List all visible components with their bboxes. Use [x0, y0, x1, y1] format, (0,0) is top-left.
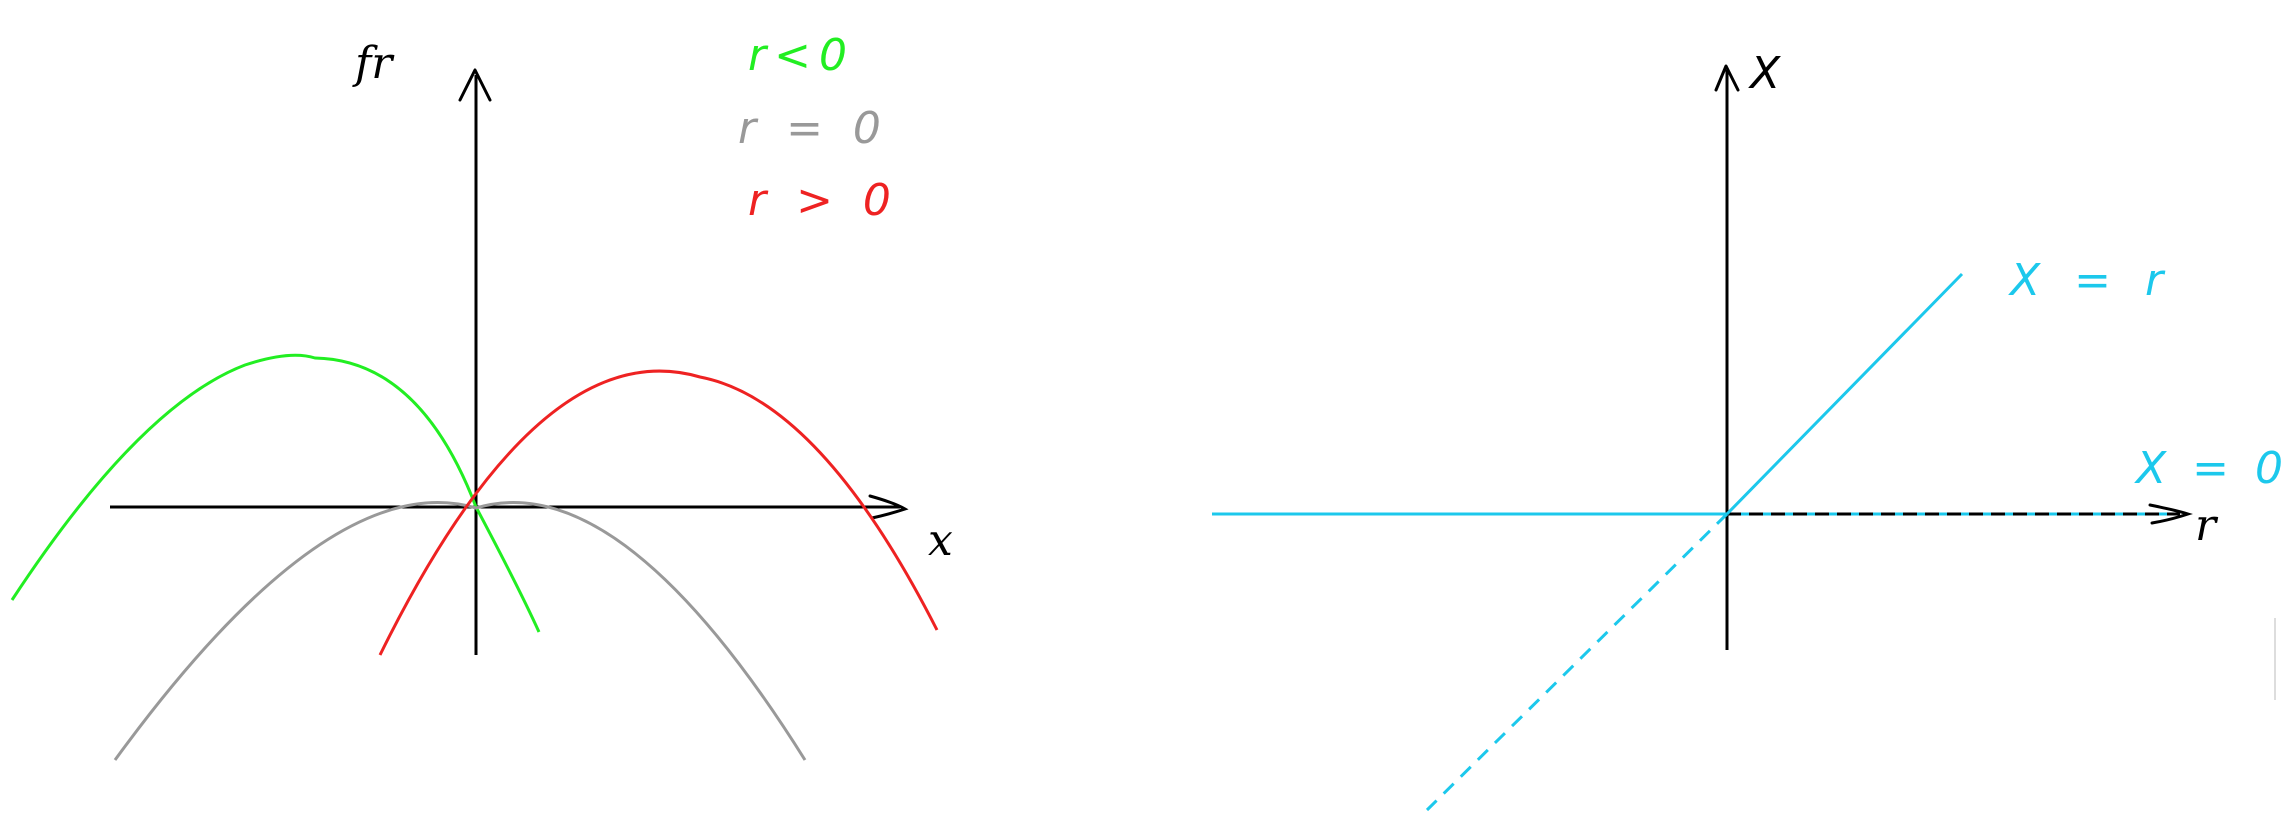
left-y-axis-label: fr	[352, 38, 395, 89]
branch-xr-stable	[1725, 272, 1964, 516]
curve-r-positive	[378, 369, 939, 656]
right-x-axis-label: r	[2195, 500, 2219, 551]
right-y-axis-arrowhead	[1714, 64, 1740, 92]
left-x-axis-label: x	[928, 515, 953, 566]
left-plot: fr x r<0 r = 0 r > 0	[10, 30, 953, 761]
curve-r-zero	[113, 501, 807, 761]
legend-r-negative: r<0	[748, 30, 855, 81]
branch-xr-unstable	[1425, 512, 1729, 812]
left-x-axis-arrowhead	[868, 494, 909, 520]
right-x-axis-arrowhead	[2148, 503, 2193, 525]
curve-r-negative	[10, 353, 541, 633]
label-x-equals-r: X = r	[2008, 255, 2173, 306]
legend-r-positive: r > 0	[748, 175, 899, 226]
right-y-axis-label: X	[1748, 48, 1781, 99]
label-x-equals-0: X = 0	[2134, 443, 2283, 494]
left-y-axis-arrowhead	[458, 68, 492, 102]
right-plot: X r X = r X = 0	[1212, 48, 2283, 812]
legend-r-zero: r = 0	[738, 103, 889, 154]
